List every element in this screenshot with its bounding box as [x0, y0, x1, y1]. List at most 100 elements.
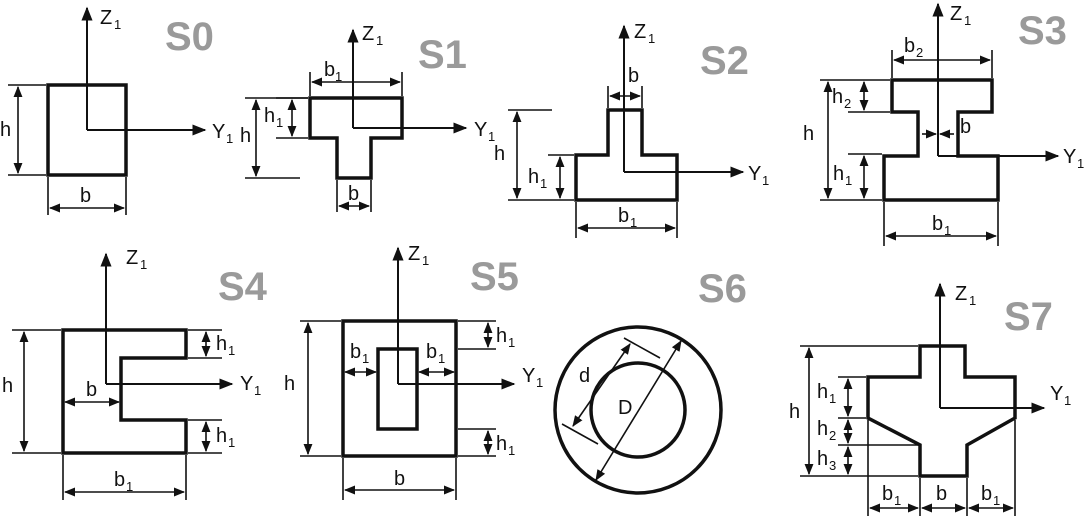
s7-h2-label: h	[817, 418, 828, 440]
s2-z-sub: 1	[648, 31, 655, 46]
svg-text:2: 2	[916, 45, 923, 60]
svg-text:3: 3	[829, 458, 836, 473]
section-s6: D d S6	[553, 267, 747, 495]
s4-z-label: Z	[126, 247, 138, 269]
s3-h-label: h	[803, 123, 814, 145]
s4-h-label: h	[2, 375, 13, 397]
svg-text:1: 1	[335, 69, 342, 84]
s2-y-sub: 1	[762, 173, 769, 188]
s4-z-sub: 1	[140, 257, 147, 272]
s5-b-label: b	[394, 468, 405, 490]
svg-text:1: 1	[362, 351, 369, 366]
svg-text:2: 2	[844, 96, 851, 111]
s5-outer-outline	[341, 319, 458, 458]
s4-outline	[61, 328, 188, 455]
s6-D-dimension	[595, 340, 682, 481]
s0-title: S0	[165, 15, 214, 59]
s4-h1-bottom-label: h	[216, 425, 227, 447]
s4-y-sub: 1	[254, 383, 261, 398]
s7-title: S7	[1004, 295, 1053, 339]
s2-z-label: Z	[634, 21, 646, 43]
svg-text:1: 1	[630, 215, 637, 230]
s7-outline	[866, 344, 1017, 478]
s7-h1-label: h	[817, 381, 828, 403]
s1-y-label: Y	[474, 119, 487, 141]
svg-text:1: 1	[540, 176, 547, 191]
s5-z-label: Z	[408, 243, 420, 265]
s6-outer-circle	[553, 325, 723, 495]
s7-b1-left-label: b	[882, 483, 893, 505]
s7-z-label: Z	[955, 283, 967, 305]
s0-z-label: Z	[100, 7, 112, 29]
svg-text:1: 1	[508, 335, 515, 350]
s1-b1-label: b	[324, 59, 335, 81]
svg-text:1: 1	[894, 493, 901, 508]
s3-z-sub: 1	[964, 13, 971, 28]
svg-text:1: 1	[845, 173, 852, 188]
svg-text:1: 1	[126, 479, 133, 494]
s7-z-sub: 1	[969, 293, 976, 308]
s5-y-sub: 1	[536, 375, 543, 390]
s1-outline	[308, 96, 404, 180]
svg-text:1: 1	[228, 435, 235, 450]
s3-b1-label: b	[932, 213, 943, 235]
s3-y-label: Y	[1063, 146, 1076, 168]
s3-z-label: Z	[950, 3, 962, 25]
section-s0: Z 1 Y 1 h b S0	[0, 6, 233, 215]
section-s5: Z 1 Y 1 h b 1 b 1 h 1 h 1 b S5	[284, 243, 543, 500]
s5-z-sub: 1	[422, 253, 429, 268]
s7-b-label: b	[936, 483, 947, 505]
s7-y-label: Y	[1050, 383, 1063, 405]
s1-b-label: b	[348, 183, 359, 205]
svg-text:1: 1	[829, 391, 836, 406]
s2-h-label: h	[494, 143, 505, 165]
s5-h-label: h	[284, 373, 295, 395]
s1-h-label: h	[240, 125, 251, 147]
s6-title: S6	[698, 267, 747, 311]
s3-title: S3	[1018, 9, 1067, 53]
s4-b1-label: b	[114, 469, 125, 491]
svg-text:1: 1	[508, 443, 515, 458]
s3-b-label: b	[960, 116, 971, 138]
svg-text:1: 1	[228, 343, 235, 358]
svg-text:1: 1	[944, 223, 951, 238]
s3-b2-label: b	[904, 35, 915, 57]
s2-y-label: Y	[748, 163, 761, 185]
s2-b-label: b	[628, 65, 639, 87]
s6-D-label: D	[618, 397, 632, 419]
s1-z-label: Z	[362, 23, 374, 45]
s7-y-sub: 1	[1064, 393, 1071, 408]
svg-text:1: 1	[438, 351, 445, 366]
s7-h3-label: h	[817, 448, 828, 470]
s5-b1-right-label: b	[426, 341, 437, 363]
s0-b-label: b	[80, 185, 91, 207]
section-s2: Z 1 Y 1 b h h 1 b 1 S2	[494, 21, 769, 238]
svg-text:1: 1	[993, 493, 1000, 508]
s5-b1-left-label: b	[350, 341, 361, 363]
section-s3: Z 1 Y 1 b 2 b h 2 h h 1 b 1 S3	[803, 2, 1084, 246]
s3-h1-label: h	[833, 163, 844, 185]
s7-b1-right-label: b	[981, 483, 992, 505]
s2-title: S2	[700, 39, 749, 83]
s7-h-label: h	[789, 401, 800, 423]
section-s1: Z 1 Y 1 b 1 h 1 h b S1	[240, 23, 495, 212]
s0-z-sub: 1	[114, 17, 121, 32]
s5-y-label: Y	[522, 365, 535, 387]
svg-text:1: 1	[276, 115, 283, 130]
s4-y-label: Y	[240, 373, 253, 395]
s2-b1-label: b	[618, 205, 629, 227]
s5-title: S5	[470, 255, 519, 299]
s1-y-sub: 1	[488, 129, 495, 144]
s5-h1-top-label: h	[496, 325, 507, 347]
s0-y-label: Y	[212, 121, 225, 143]
s2-h1-label: h	[528, 166, 539, 188]
s1-h1-label: h	[264, 105, 275, 127]
s4-b-label: b	[86, 379, 97, 401]
s5-h1-bottom-label: h	[496, 433, 507, 455]
s0-h-label: h	[0, 119, 11, 141]
s0-y-sub: 1	[226, 131, 233, 146]
section-s4: Z 1 Y 1 h h 1 h 1 b b 1 S4	[2, 247, 268, 500]
s1-z-sub: 1	[376, 33, 383, 48]
s2-outline	[574, 108, 679, 202]
